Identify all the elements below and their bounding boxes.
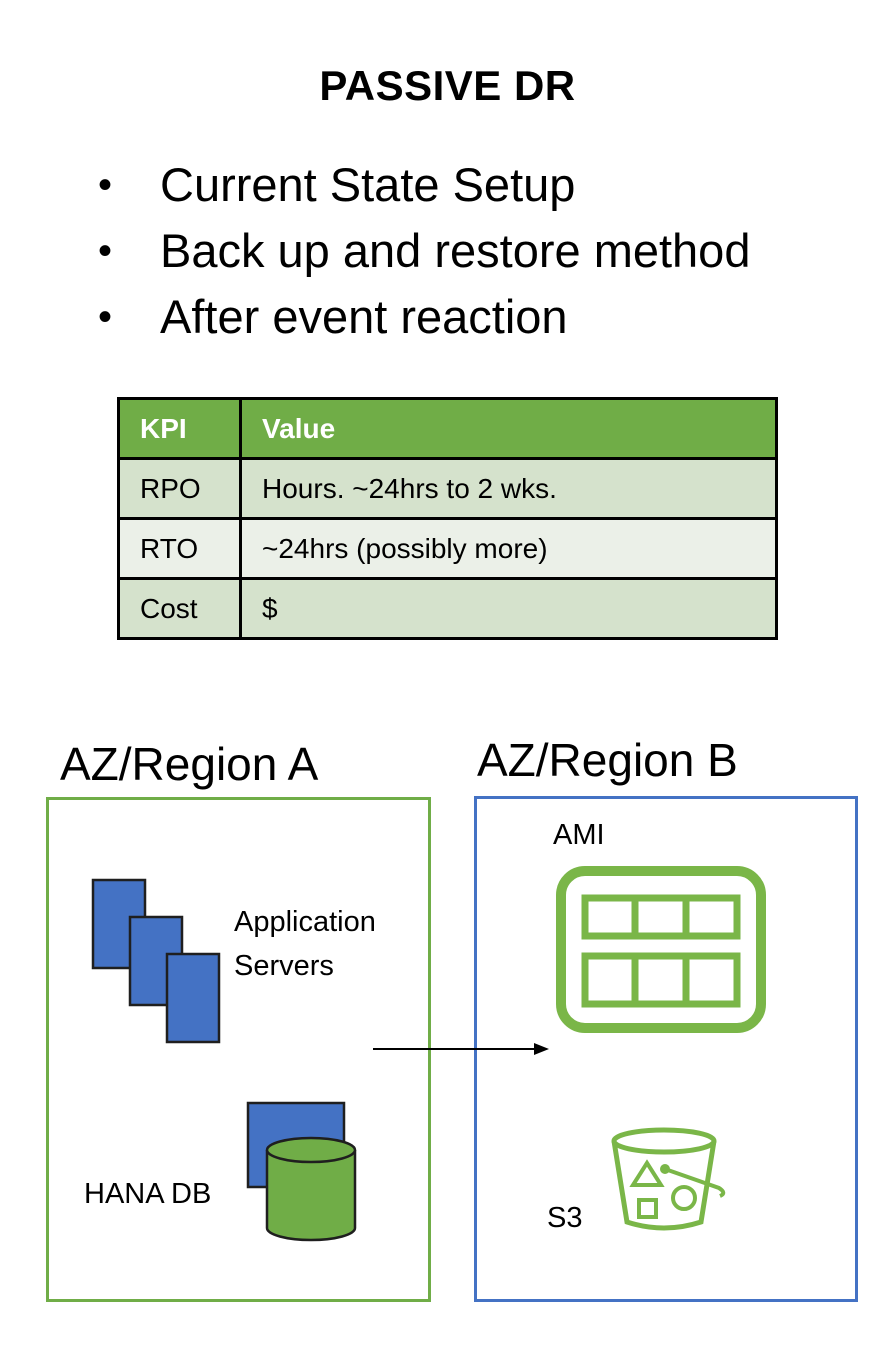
bullet-text: After event reaction (160, 290, 568, 343)
header-value: Value (239, 397, 778, 460)
region-b-label: AZ/Region B (477, 734, 738, 786)
table-row: RPO Hours. ~24hrs to 2 wks. (117, 457, 778, 520)
bullet-list: • Current State Setup • Back up and restor… (98, 152, 750, 350)
app-servers-label-line2: Servers (234, 950, 334, 982)
region-a-box (46, 797, 431, 1302)
value-cell: $ (239, 577, 778, 640)
app-servers-label: Application Servers (234, 900, 376, 988)
app-servers-label-line1: Application (234, 906, 376, 938)
bullet-dot: • (98, 295, 113, 339)
kpi-table: KPI Value RPO Hours. ~24hrs to 2 wks. RT… (117, 397, 778, 640)
kpi-cell: RPO (117, 457, 242, 520)
hana-db-label: HANA DB (84, 1178, 212, 1210)
bullet-text: Current State Setup (160, 158, 576, 211)
value-cell: Hours. ~24hrs to 2 wks. (239, 457, 778, 520)
s3-label: S3 (547, 1202, 583, 1234)
table-row: RTO ~24hrs (possibly more) (117, 517, 778, 580)
bullet-item: • After event reaction (98, 284, 750, 350)
bullet-item: • Current State Setup (98, 152, 750, 218)
bullet-item: • Back up and restore method (98, 218, 750, 284)
bullet-dot: • (98, 229, 113, 273)
table-header-row: KPI Value (117, 397, 778, 460)
bullet-text: Back up and restore method (160, 224, 751, 277)
region-b-box (474, 796, 858, 1302)
value-cell: ~24hrs (possibly more) (239, 517, 778, 580)
header-kpi: KPI (117, 397, 242, 460)
page-title: PASSIVE DR (319, 62, 576, 109)
kpi-cell: RTO (117, 517, 242, 580)
table-row: Cost $ (117, 577, 778, 640)
bullet-dot: • (98, 163, 113, 207)
region-a-label: AZ/Region A (60, 738, 319, 790)
ami-label: AMI (553, 819, 605, 851)
kpi-cell: Cost (117, 577, 242, 640)
